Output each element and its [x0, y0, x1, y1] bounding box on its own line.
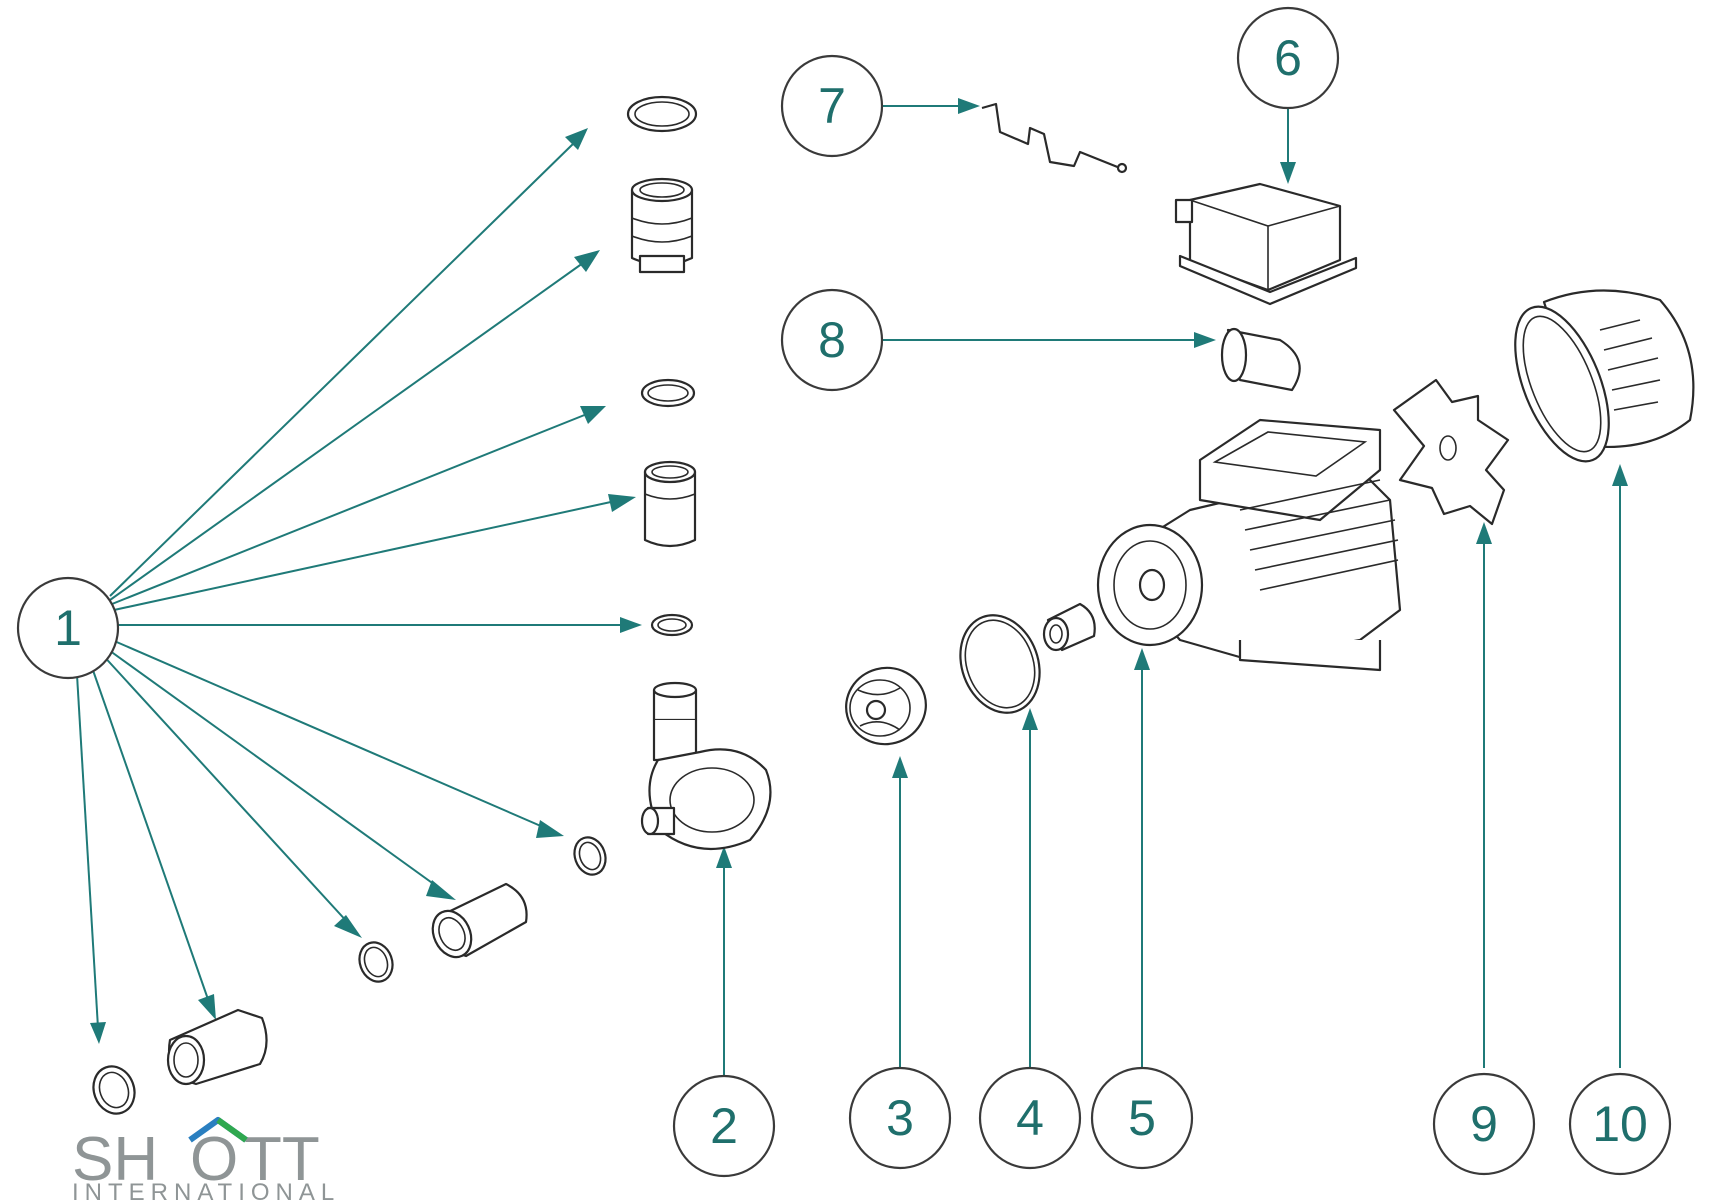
part-terminal-box [1174, 182, 1358, 306]
callout-7: 7 [780, 54, 884, 158]
callout-10: 10 [1568, 1072, 1672, 1176]
callout-6: 6 [1236, 6, 1340, 110]
callout-6-label: 6 [1274, 30, 1302, 86]
part-wire-clip [981, 102, 1128, 174]
shott-international-logo: SH O TT INTERNATIONAL [72, 1117, 340, 1200]
part-gasket-bottom-left [92, 1065, 136, 1115]
part-gasket-right-low [573, 836, 607, 876]
part-impeller [845, 666, 927, 746]
part-pump-housing [640, 681, 772, 850]
callout-2: 2 [672, 1074, 776, 1178]
part-fan [1392, 378, 1510, 526]
logo-wordmark-right: TT [244, 1125, 320, 1194]
part-fan-cover [1514, 289, 1695, 463]
callout-1: 1 [16, 576, 120, 680]
part-fitting-bottom [166, 1008, 268, 1086]
callout-4-label: 4 [1016, 1090, 1044, 1146]
part-fitting-diagonal [431, 882, 528, 959]
callout-8: 8 [780, 288, 884, 392]
part-gasket-small [650, 613, 694, 637]
callout-9-label: 9 [1470, 1096, 1498, 1152]
callout-5: 5 [1090, 1066, 1194, 1170]
part-o-ring [959, 614, 1041, 714]
part-fitting-small [643, 460, 697, 548]
leader-lines [75, 58, 1628, 1076]
callout-7-label: 7 [818, 78, 846, 134]
callout-1-label: 1 [54, 600, 82, 656]
part-gasket-middle [640, 378, 696, 408]
logo-wordmark-left: SH [72, 1125, 158, 1194]
part-motor [1096, 418, 1402, 672]
part-capacitor [1220, 327, 1301, 392]
part-gasket-lower-middle [358, 941, 394, 983]
callout-3-label: 3 [886, 1090, 914, 1146]
callout-9: 9 [1432, 1072, 1536, 1176]
callout-2-label: 2 [710, 1098, 738, 1154]
callout-5-label: 5 [1128, 1090, 1156, 1146]
callout-4: 4 [978, 1066, 1082, 1170]
logo-subtitle: INTERNATIONAL [72, 1179, 340, 1200]
callout-10-label: 10 [1592, 1096, 1648, 1152]
callout-3: 3 [848, 1066, 952, 1170]
part-mechanical-seal [1042, 602, 1096, 652]
part-fitting-large-top [630, 177, 694, 274]
part-gasket-top [626, 95, 698, 133]
callout-8-label: 8 [818, 312, 846, 368]
